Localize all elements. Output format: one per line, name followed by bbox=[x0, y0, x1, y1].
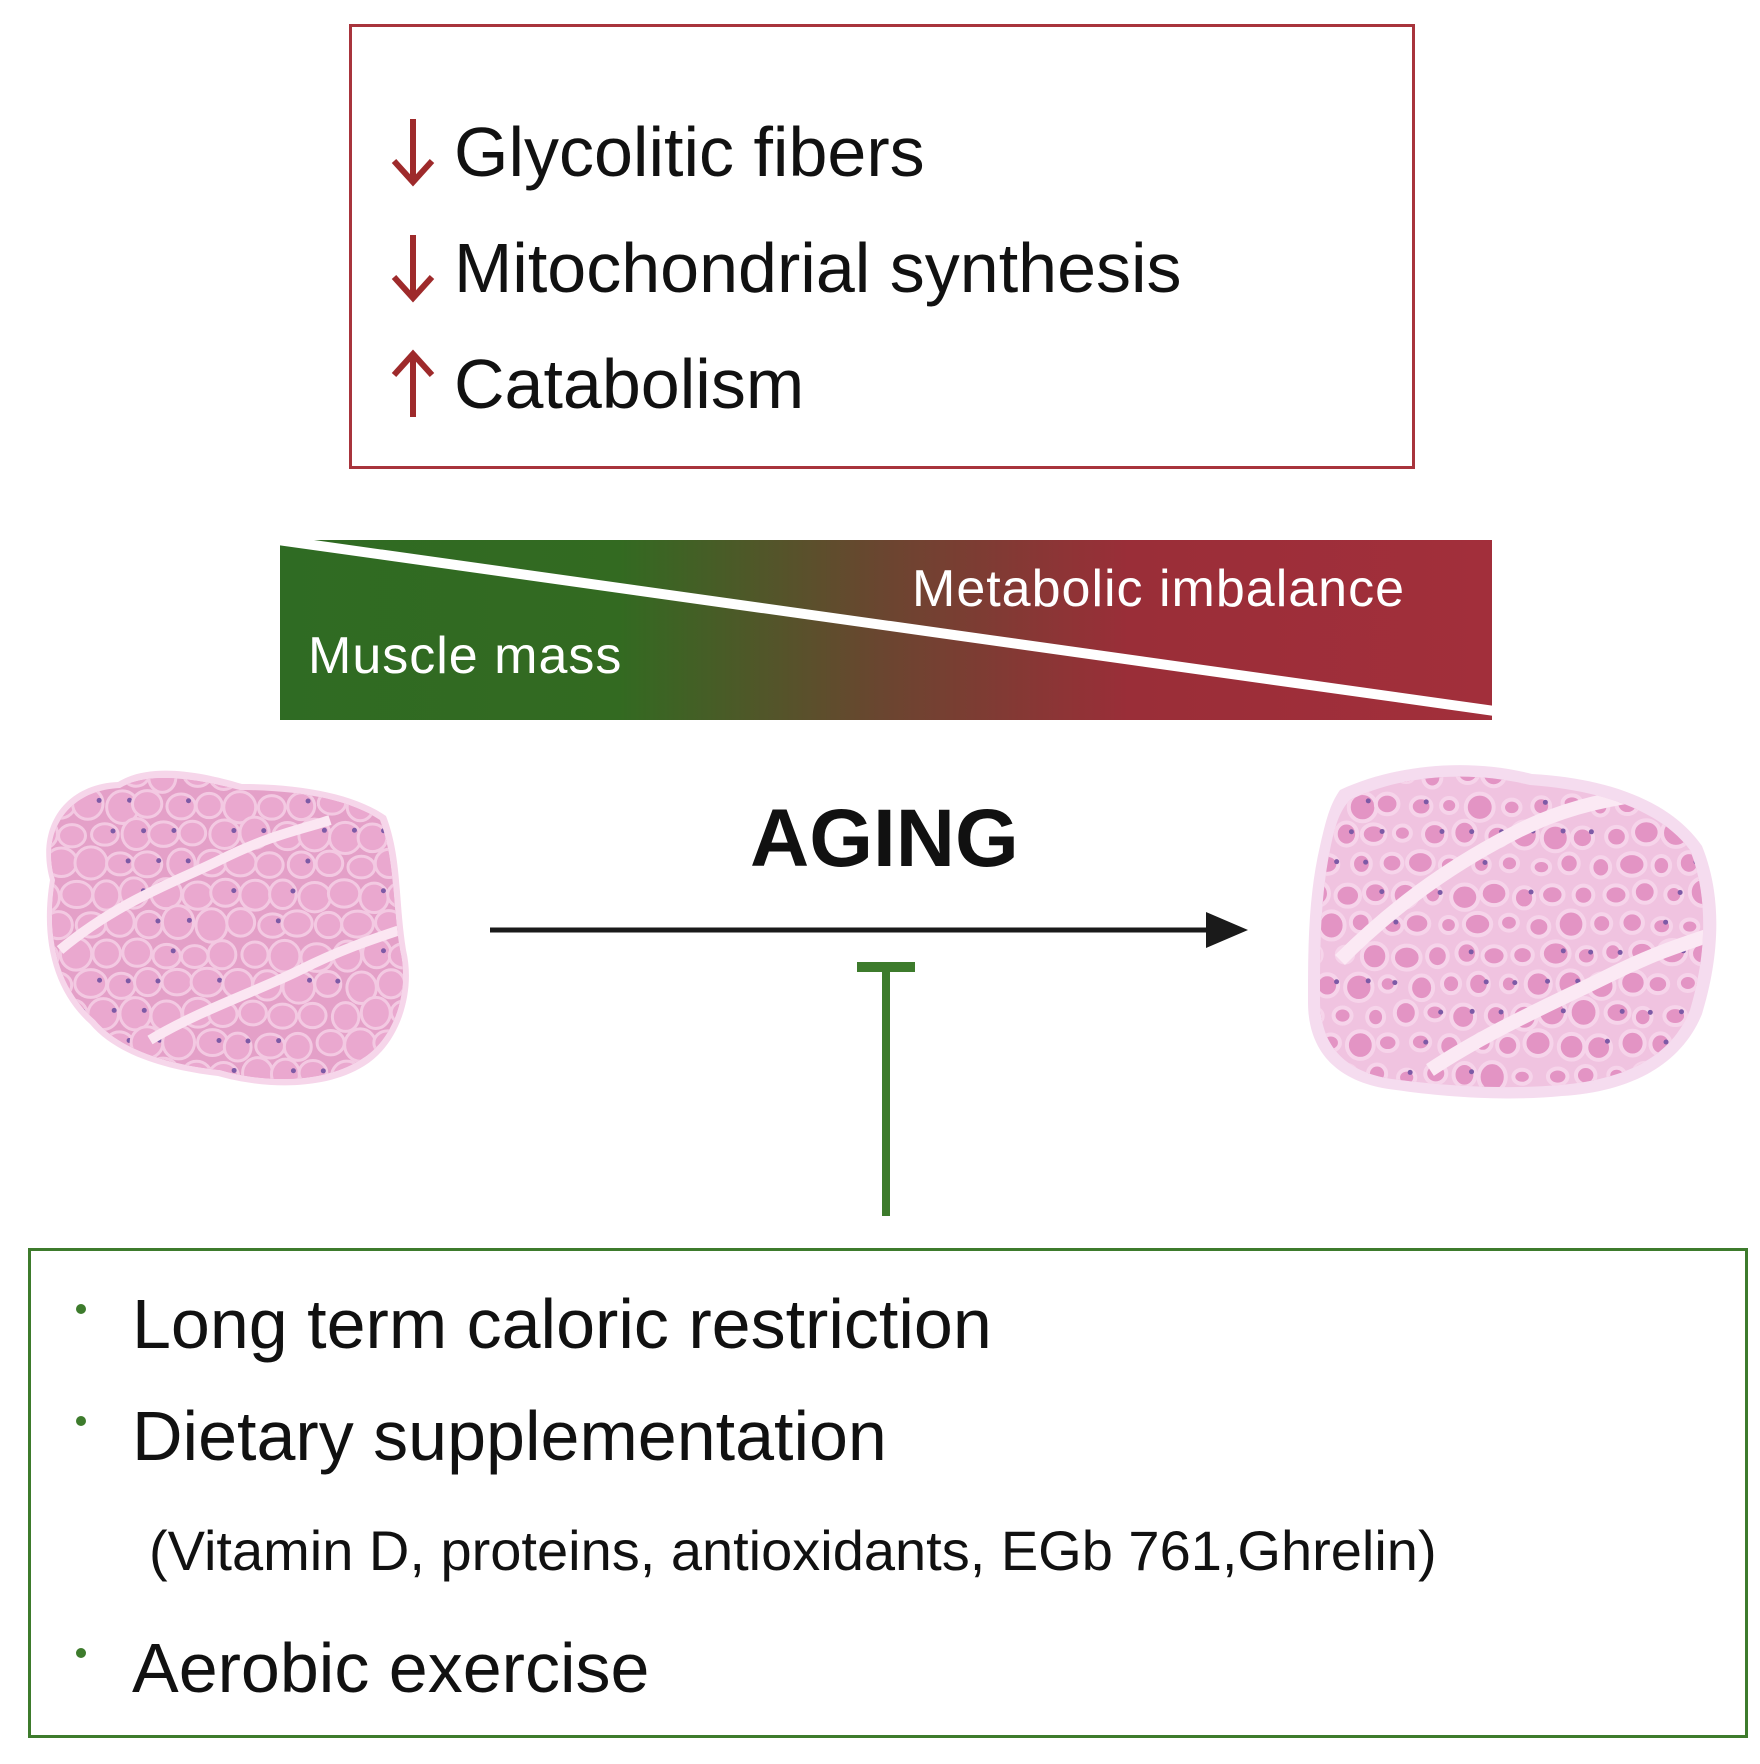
bullet-icon bbox=[76, 1304, 86, 1314]
intervention-text: Aerobic exercise bbox=[132, 1629, 650, 1707]
aging-arrowhead-icon bbox=[1206, 912, 1248, 948]
effect-text: Mitochondrial synthesis bbox=[454, 229, 1182, 307]
intervention-item: Dietary supplementation bbox=[76, 1401, 887, 1471]
effect-text: Glycolitic fibers bbox=[454, 113, 925, 191]
inhibition-bar-icon bbox=[857, 962, 915, 1216]
intervention-text: Long term caloric restriction bbox=[132, 1285, 992, 1363]
muscle-mass-label: Muscle mass bbox=[308, 627, 623, 685]
aging-effects-box: Glycolitic fibers Mitochondrial synthesi… bbox=[349, 24, 1415, 469]
intervention-item: Aerobic exercise bbox=[76, 1633, 649, 1703]
down-arrow-icon bbox=[382, 233, 444, 303]
young-muscle-icon bbox=[46, 770, 409, 1086]
aged-muscle-icon bbox=[1308, 765, 1717, 1099]
effect-row-glycolytic: Glycolitic fibers bbox=[382, 97, 925, 207]
metabolic-imbalance-label: Metabolic imbalance bbox=[912, 560, 1406, 618]
bullet-icon bbox=[76, 1416, 86, 1426]
interventions-box: Long term caloric restriction Dietary su… bbox=[28, 1248, 1748, 1738]
effect-row-mitochondrial: Mitochondrial synthesis bbox=[382, 213, 1182, 323]
aging-title: AGING bbox=[750, 793, 1019, 884]
effect-text: Catabolism bbox=[454, 345, 805, 423]
intervention-item: Long term caloric restriction bbox=[76, 1289, 992, 1359]
effect-row-catabolism: Catabolism bbox=[382, 329, 804, 439]
supplement-note: (Vitamin D, proteins, antioxidants, EGb … bbox=[149, 1519, 1437, 1582]
muscle-metabolic-wedge bbox=[280, 540, 1502, 720]
up-arrow-icon bbox=[382, 349, 444, 419]
bullet-icon bbox=[76, 1648, 86, 1658]
down-arrow-icon bbox=[382, 117, 444, 187]
intervention-text: Dietary supplementation bbox=[132, 1397, 887, 1475]
